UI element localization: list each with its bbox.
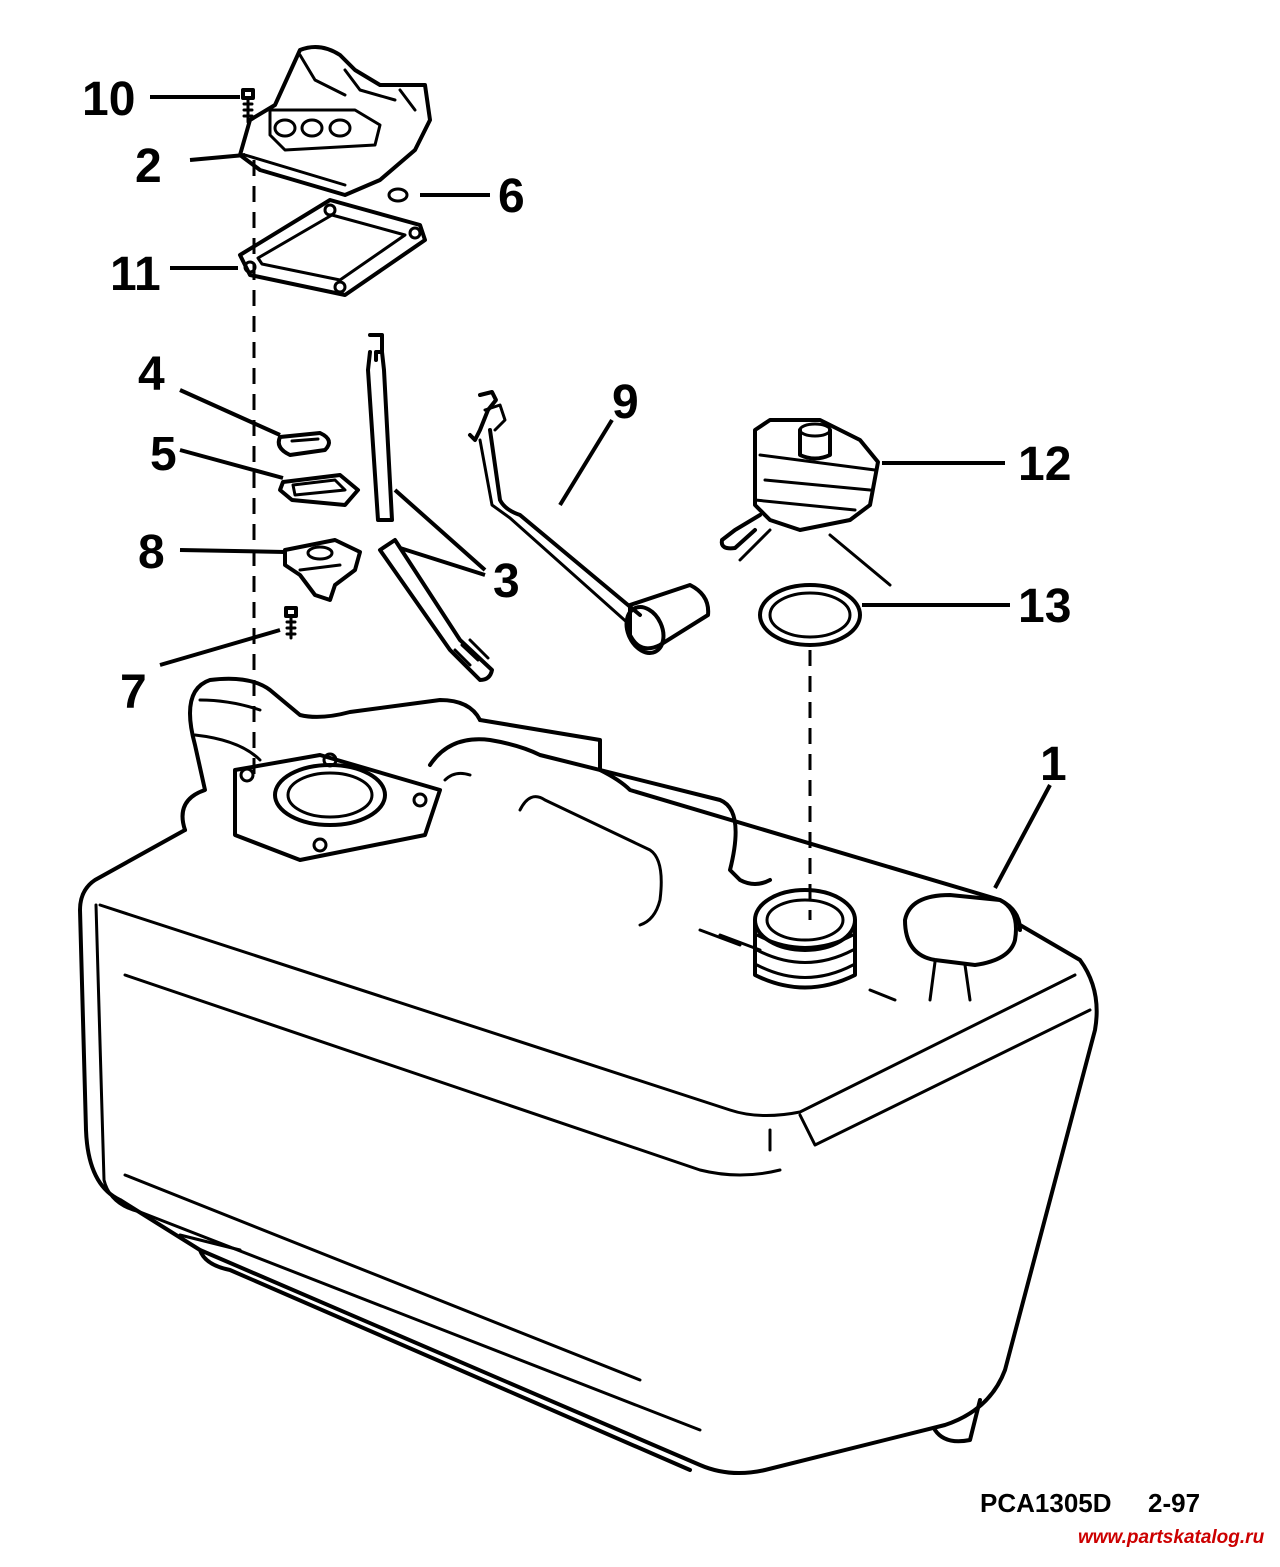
callout-3: 3 — [493, 555, 520, 608]
alignment-lines — [252, 160, 812, 920]
fuel-tank-part-1 — [78, 676, 1099, 1475]
callout-12: 12 — [1018, 438, 1071, 491]
callout-1: 1 — [1040, 738, 1067, 791]
drawing-date: 2-97 — [1148, 1488, 1200, 1518]
callout-2: 2 — [135, 140, 162, 193]
filler-cap-part-12 — [719, 418, 892, 587]
callout-11: 11 — [110, 248, 161, 301]
screw-part-7 — [284, 606, 298, 640]
gasket-part-5 — [278, 473, 360, 507]
callout-numbers: 10 2 6 11 4 5 8 3 7 9 12 13 1 — [82, 73, 1071, 791]
watermark-url: www.partskatalog.ru — [1078, 1527, 1265, 1548]
callout-5: 5 — [150, 428, 177, 481]
callout-9: 9 — [612, 376, 639, 429]
gauge-housing-part-2 — [238, 44, 432, 197]
screw-part-10 — [241, 88, 255, 124]
callout-7: 7 — [120, 666, 147, 719]
pickup-arm-part-9 — [468, 390, 711, 655]
callout-8: 8 — [138, 526, 165, 579]
gasket-part-11 — [238, 198, 427, 297]
callout-10: 10 — [82, 73, 135, 126]
callout-6: 6 — [498, 170, 525, 223]
footer: PCA1305D 2-97 www.partskatalog.ru — [980, 1488, 1265, 1548]
hose-part-3 — [366, 333, 494, 682]
o-ring-part-6 — [387, 187, 409, 203]
callout-4: 4 — [138, 348, 165, 401]
callout-13: 13 — [1018, 580, 1071, 633]
cap-gasket-part-13 — [758, 583, 862, 647]
bracket-part-8 — [283, 538, 362, 602]
drawing-code: PCA1305D — [980, 1488, 1112, 1518]
leader-lines — [150, 95, 1052, 889]
seal-part-4 — [276, 431, 331, 457]
